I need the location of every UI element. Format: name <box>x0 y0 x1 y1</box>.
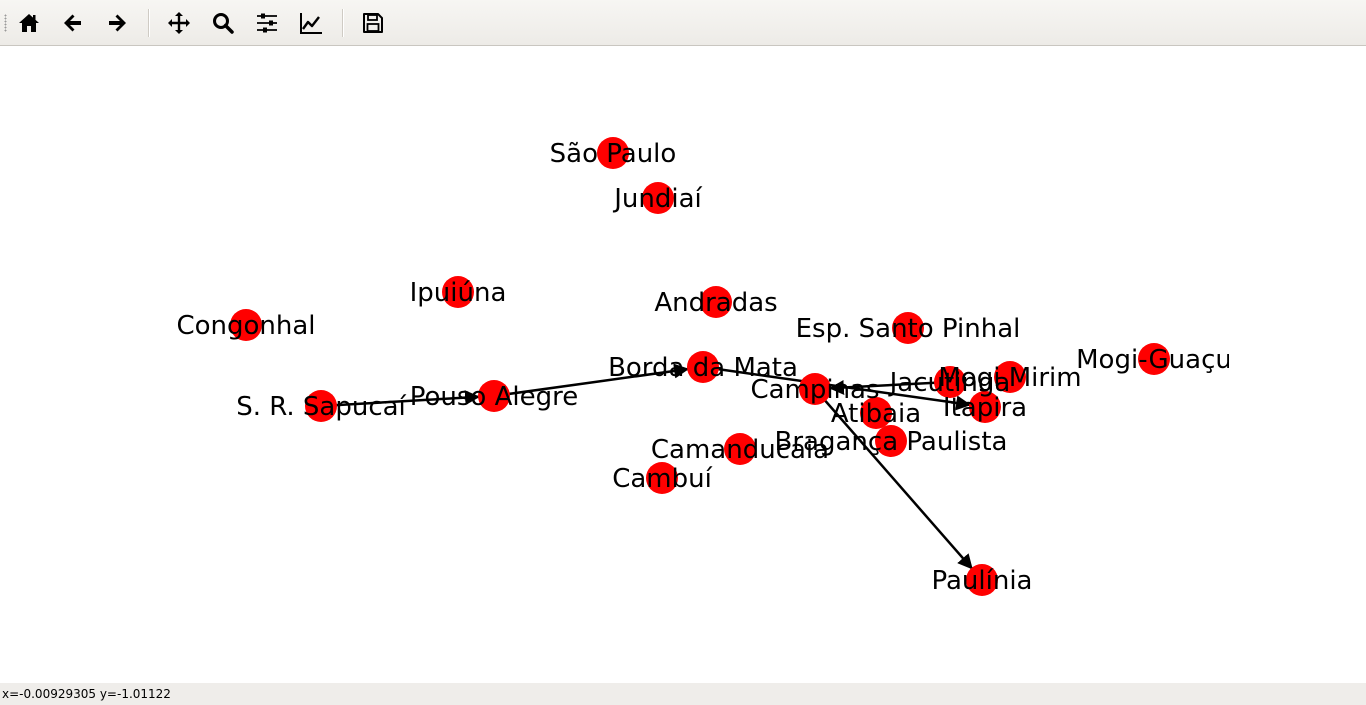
status-bar: x=-0.00929305 y=-1.01122 <box>0 683 1366 705</box>
sliders-icon <box>257 13 277 33</box>
line-chart-icon <box>300 13 322 34</box>
node-mogi_mirim <box>994 361 1026 393</box>
edit-axis-button[interactable] <box>294 6 328 40</box>
node-label-andradas: Andradas <box>654 288 777 318</box>
edge-jacutinga-campinas <box>828 380 951 395</box>
node-campinas <box>799 373 831 405</box>
node-paulinia <box>966 564 998 596</box>
zoom-button[interactable] <box>206 6 240 40</box>
node-label-sao_paulo: São Paulo <box>550 139 677 169</box>
node-pouso_alegre <box>478 380 510 412</box>
node-jundiai <box>642 182 674 214</box>
edge-s_r_sapucai-pouso_alegre <box>320 390 481 408</box>
toolbar-separator <box>342 9 344 37</box>
toolbar-grip[interactable] <box>4 14 7 32</box>
node-label-paulinia: Paulínia <box>931 566 1032 596</box>
node-label-braganca_paulista: Bragança Paulista <box>775 427 1008 457</box>
node-label-jacutinga: Jacutinga <box>888 368 1011 398</box>
node-label-campinas: Campinas <box>750 375 879 405</box>
edges-layer <box>320 363 974 571</box>
pan-button[interactable] <box>162 6 196 40</box>
node-braganca_paulista <box>875 425 907 457</box>
node-esp_santo_pinhal <box>892 312 924 344</box>
node-label-camanducaia: Camanducaia <box>651 435 829 465</box>
back-button[interactable] <box>56 6 90 40</box>
toolbar-separator <box>148 9 150 37</box>
floppy-disk-icon <box>363 13 383 33</box>
navigation-toolbar <box>0 0 1366 46</box>
configure-subplots-button[interactable] <box>250 6 284 40</box>
node-label-esp_santo_pinhal: Esp. Santo Pinhal <box>796 314 1021 344</box>
node-label-s_r_sapucai: S. R. Sapucaí <box>236 392 406 422</box>
forward-button[interactable] <box>100 6 134 40</box>
node-camanducaia <box>724 433 756 465</box>
node-cambui <box>646 462 678 494</box>
node-label-pouso_alegre: Pouso Alegre <box>410 382 578 412</box>
edge-campinas-paulinia <box>814 388 974 571</box>
node-andradas <box>700 286 732 318</box>
node-label-borda_da_mata: Borda da Mata <box>608 353 798 383</box>
node-label-mogi_mirim: Mogi Mirim <box>938 363 1081 393</box>
node-label-ipuiuna: Ipuiúna <box>410 278 507 308</box>
arrow-right-icon <box>109 14 126 32</box>
node-label-itapira: Itapira <box>943 393 1027 423</box>
save-button[interactable] <box>356 6 390 40</box>
node-label-atibaia: Atibaia <box>831 399 921 429</box>
home-button[interactable] <box>12 6 46 40</box>
node-jacutinga <box>934 366 966 398</box>
home-icon <box>19 14 39 32</box>
edge-pouso_alegre-borda_da_mata <box>493 363 690 398</box>
node-mogi_guacu <box>1138 343 1170 375</box>
magnifier-icon <box>213 13 234 34</box>
nodes-layer <box>230 137 1170 596</box>
node-sao_paulo <box>597 137 629 169</box>
node-ipuiuna <box>442 276 474 308</box>
cursor-coordinates: x=-0.00929305 y=-1.01122 <box>2 687 171 701</box>
node-label-mogi_guacu: Mogi-Guaçu <box>1076 345 1232 375</box>
node-s_r_sapucai <box>305 390 337 422</box>
node-itapira <box>969 391 1001 423</box>
node-borda_da_mata <box>687 351 719 383</box>
node-congonhal <box>230 309 262 341</box>
move-icon <box>168 12 190 34</box>
node-label-jundiai: Jundiaí <box>612 184 702 214</box>
node-atibaia <box>860 397 892 429</box>
node-label-cambui: Cambuí <box>612 464 712 494</box>
arrow-left-icon <box>64 14 81 32</box>
node-label-congonhal: Congonhal <box>176 311 315 341</box>
